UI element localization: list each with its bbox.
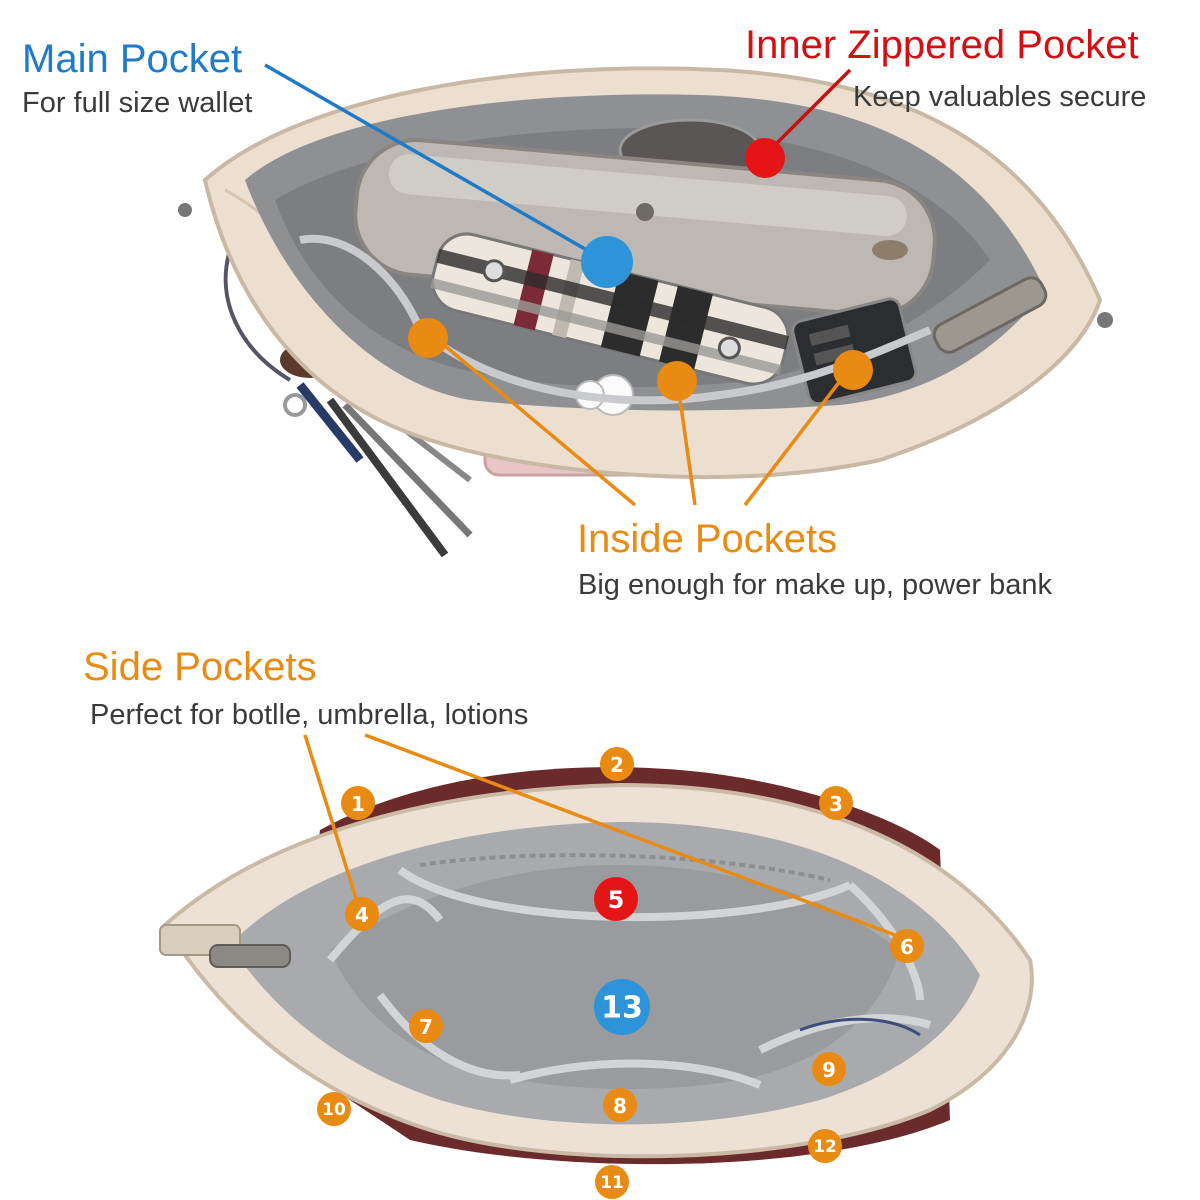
pocket-marker-circle <box>594 979 650 1035</box>
pocket-marker-8: 8 <box>603 1088 637 1122</box>
inner-zippered-pocket-subtitle: Keep valuables secure <box>853 81 1146 113</box>
pocket-marker-number: 13 <box>601 991 643 1026</box>
inside-pockets-subtitle: Big enough for make up, power bank <box>578 569 1052 601</box>
pocket-marker-circle <box>341 786 375 820</box>
zipper-pull-left <box>159 924 291 968</box>
pocket-marker-3: 3 <box>819 786 853 820</box>
pocket-marker-number: 4 <box>355 903 369 927</box>
pocket-marker-9: 9 <box>812 1052 846 1086</box>
pocket-marker-circle <box>808 1129 842 1163</box>
pocket-marker-circle <box>595 1165 629 1199</box>
inside-pocket-dot-left <box>408 318 448 358</box>
main-pocket-title: Main Pocket <box>22 37 242 81</box>
pocket-marker-12: 12 <box>808 1129 842 1163</box>
pocket-marker-5: 5 <box>594 877 638 921</box>
zipper-pull-right <box>932 276 1113 354</box>
bottom-organizer-photo <box>159 767 1034 1165</box>
inside-pockets-title: Inside Pockets <box>577 517 837 561</box>
pocket-marker-circle <box>594 877 638 921</box>
pocket-marker-circle <box>345 897 379 931</box>
pocket-marker-number: 10 <box>322 1100 346 1120</box>
main-pocket-dot <box>581 236 633 288</box>
inner-zippered-pocket-dot <box>745 138 785 178</box>
pocket-marker-number: 1 <box>351 792 365 816</box>
pocket-marker-number: 8 <box>613 1094 627 1118</box>
pocket-marker-number: 3 <box>829 792 843 816</box>
pocket-marker-circle <box>603 1088 637 1122</box>
main-pocket-subtitle: For full size wallet <box>22 87 252 119</box>
pocket-marker-7: 7 <box>409 1009 443 1043</box>
pocket-marker-number: 9 <box>822 1058 836 1082</box>
pocket-marker-circle <box>819 786 853 820</box>
pocket-marker-number: 2 <box>610 753 624 777</box>
inner-zippered-pocket-title: Inner Zippered Pocket <box>745 23 1139 67</box>
side-pockets-subtitle: Perfect for botlle, umbrella, lotions <box>90 699 528 731</box>
bottom-leader-lines <box>303 733 896 937</box>
pocket-marker-number: 6 <box>900 935 914 959</box>
pocket-marker-number: 11 <box>600 1173 624 1193</box>
pocket-marker-10: 10 <box>317 1092 351 1126</box>
pocket-marker-6: 6 <box>890 929 924 963</box>
pocket-marker-circle <box>409 1009 443 1043</box>
pocket-marker-circle <box>812 1052 846 1086</box>
pocket-marker-11: 11 <box>595 1165 629 1199</box>
plaid-lipstick-case <box>430 232 790 386</box>
pocket-marker-circle <box>317 1092 351 1126</box>
pocket-marker-2: 2 <box>600 747 634 781</box>
pocket-marker-circle <box>600 747 634 781</box>
pocket-marker-circle <box>890 929 924 963</box>
pocket-marker-number: 12 <box>813 1137 837 1157</box>
pocket-marker-number: 7 <box>419 1015 433 1039</box>
inside-pocket-dot-right <box>833 350 873 390</box>
top-organizer-photo <box>178 66 1113 558</box>
pocket-marker-4: 4 <box>345 897 379 931</box>
pocket-marker-number: 5 <box>608 886 625 914</box>
pocket-marker-1: 1 <box>341 786 375 820</box>
pocket-marker-13: 13 <box>594 979 650 1035</box>
side-pockets-title: Side Pockets <box>83 645 316 689</box>
inside-pocket-dot-middle <box>657 361 697 401</box>
